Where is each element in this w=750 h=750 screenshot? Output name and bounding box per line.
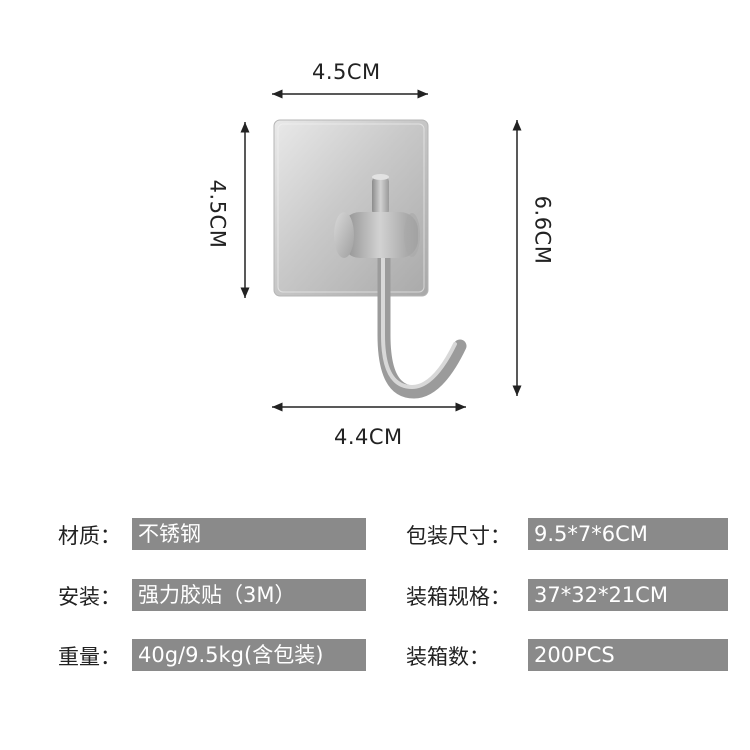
install-label: 安装：	[58, 585, 121, 609]
package-size-value: 9.5*7*6CM	[528, 518, 728, 550]
material-label: 材质：	[58, 524, 121, 548]
carton-size-label: 装箱规格：	[406, 585, 511, 609]
package-size-label: 包装尺寸：	[406, 524, 511, 548]
carton-size-value: 37*32*21CM	[528, 579, 728, 611]
carton-qty-label: 装箱数：	[406, 645, 490, 669]
product-diagram	[240, 89, 522, 412]
install-value: 强力胶贴（3M）	[132, 579, 366, 611]
weight-label: 重量：	[58, 645, 121, 669]
material-value: 不锈钢	[132, 518, 366, 550]
carton-qty-value: 200PCS	[528, 639, 728, 671]
right-height-label: 6.6CM	[530, 195, 555, 265]
hook-image	[273, 119, 467, 399]
weight-value: 40g/9.5kg(含包装)	[132, 639, 366, 671]
left-height-label: 4.5CM	[205, 179, 230, 249]
bottom-width-label: 4.4CM	[334, 425, 403, 449]
top-width-label: 4.5CM	[312, 60, 381, 84]
